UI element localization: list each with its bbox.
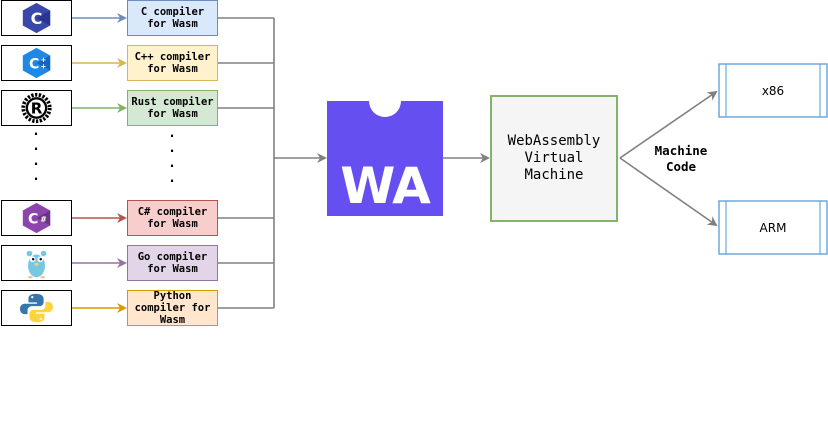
ellipsis-languages: . . . . [32,124,40,184]
x86-label: x86 [761,83,785,98]
cpp-compiler-box: C++ compiler for Wasm [127,45,218,81]
cpp-logo-icon: C + + [1,45,72,81]
rust-logo-icon: R [1,90,72,126]
webassembly-logo: WA [327,101,443,216]
ellipsis-compilers: . . . . [168,126,176,186]
machine-code-label: Machine Code [654,143,708,174]
webassembly-logo-text: WA [340,157,431,215]
rust-compiler-box: Rust compiler for Wasm [127,90,218,126]
python-compiler-box: Python compiler for Wasm [127,290,218,326]
svg-text:C: C [28,212,38,228]
svg-text:+: + [41,63,47,71]
svg-text:C: C [31,9,43,28]
x86-target-box: x86 [718,63,828,118]
csharp-compiler-box: C# compiler for Wasm [127,200,218,236]
c-compiler-box: C compiler for Wasm [127,0,218,36]
arm-label: ARM [759,220,787,235]
arrow-to-arm [619,157,718,227]
webassembly-vm-box: WebAssembly Virtual Machine [490,95,618,222]
svg-text:+: + [41,56,47,64]
svg-text:#: # [40,215,46,224]
svg-text:C: C [29,57,39,73]
arm-target-box: ARM [718,200,828,255]
go-compiler-box: Go compiler for Wasm [127,245,218,281]
python-logo-icon [1,290,72,326]
go-gopher-icon [1,245,72,281]
csharp-logo-icon: C # [1,200,72,236]
svg-text:R: R [31,100,43,118]
c-logo-icon: C [1,0,72,36]
arrow-to-x86 [619,90,718,159]
